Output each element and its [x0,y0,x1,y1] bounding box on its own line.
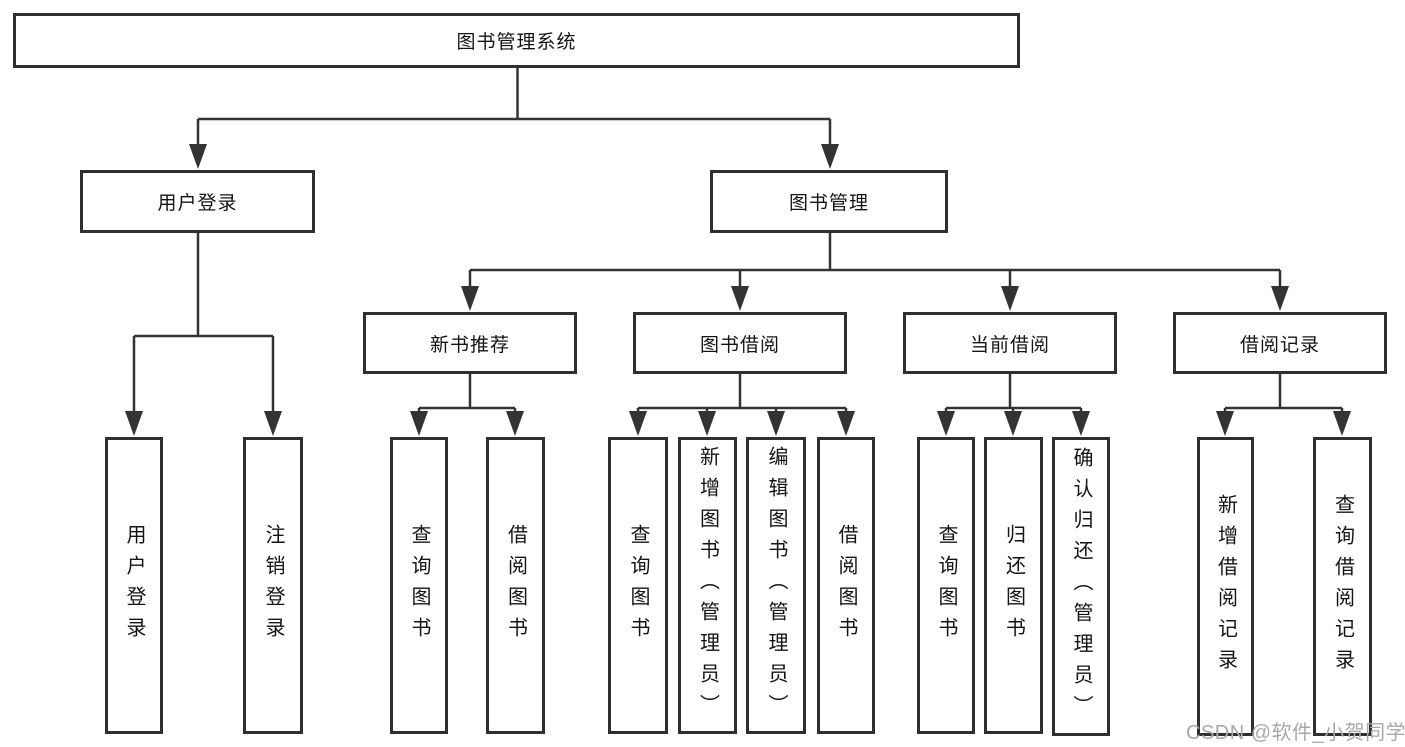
arrow-icon [821,144,839,169]
arrow-icon [1001,286,1019,311]
arrow-icon [1004,411,1022,436]
leaf-logout-label: 注销登录 [262,523,284,648]
leaf-user-login-label: 用户登录 [123,523,145,648]
leaf-logout: 注销登录 [243,437,303,734]
leaf-edit-book-admin-label: 编辑图书（管理员） [765,446,787,725]
node-current-borrow-label: 当前借阅 [969,334,1050,356]
node-root: 图书管理系统 [13,13,1020,68]
leaf-query-books-recommend-label: 查询图书 [408,523,430,648]
leaf-query-books-current-label: 查询图书 [935,523,957,648]
leaf-confirm-return-admin: 确认归还（管理员） [1052,437,1110,736]
arrow-icon [698,411,716,436]
node-current-borrow: 当前借阅 [903,312,1117,374]
connector-currentborrow-to-leaves [944,374,1083,414]
arrow-icon [506,411,524,436]
arrow-icon [1216,411,1234,436]
node-user-login-label: 用户登录 [157,193,238,214]
node-new-book-recommend-label: 新书推荐 [429,334,510,356]
node-book-management: 图书管理 [710,170,948,233]
leaf-query-books-current: 查询图书 [917,437,975,734]
arrow-icon [629,411,647,436]
arrow-icon [731,286,749,311]
connector-borrowrecords-to-leaves [1223,374,1344,414]
leaf-edit-book-admin: 编辑图书（管理员） [746,437,806,734]
leaf-add-book-admin: 新增图书（管理员） [678,437,737,734]
arrow-icon [125,411,143,436]
connector-newbook-to-leaves [417,374,517,414]
connector-userlogin-to-leaves [132,233,275,414]
node-book-management-label: 图书管理 [788,193,869,214]
node-user-login: 用户登录 [80,170,315,233]
arrow-icon [767,411,785,436]
arrow-icon [837,411,855,436]
arrow-icon [937,411,955,436]
arrow-icon [410,411,428,436]
leaf-user-login: 用户登录 [105,437,163,734]
leaf-add-borrow-record: 新增借阅记录 [1197,437,1254,736]
leaf-return-books: 归还图书 [984,437,1043,734]
leaf-add-book-admin-label: 新增图书（管理员） [696,446,719,725]
arrow-icon [189,144,207,169]
leaf-borrow-books: 借阅图书 [817,437,875,734]
arrow-icon [1072,411,1090,436]
node-root-label: 图书管理系统 [456,32,577,53]
node-new-book-recommend: 新书推荐 [363,312,577,374]
arrow-icon [461,286,479,311]
arrow-icon [264,411,282,436]
leaf-query-books-borrow: 查询图书 [608,437,668,734]
arrow-icon [1333,411,1351,436]
leaf-query-books-recommend: 查询图书 [390,437,448,734]
connector-bookborrow-to-leaves [636,374,848,414]
leaf-borrow-books-label: 借阅图书 [835,523,857,648]
arrow-icon [1271,286,1289,311]
leaf-return-books-label: 归还图书 [1002,523,1025,648]
leaf-confirm-return-admin-label: 确认归还（管理员） [1070,447,1092,726]
leaf-query-books-borrow-label: 查询图书 [627,523,649,648]
node-borrow-records-label: 借阅记录 [1239,334,1320,356]
node-borrow-records: 借阅记录 [1173,312,1387,374]
leaf-borrow-books-recommend: 借阅图书 [486,437,545,734]
leaf-query-borrow-record: 查询借阅记录 [1313,437,1372,736]
connector-root-to-level2 [196,68,832,147]
leaf-query-borrow-record-label: 查询借阅记录 [1331,493,1354,680]
node-book-borrow: 图书借阅 [633,312,847,374]
node-book-borrow-label: 图书借阅 [699,334,780,356]
watermark: CSDN @软件_小贺同学 [1186,722,1405,744]
connector-bookmgmt-to-level3 [468,233,1282,289]
arrowheads [125,144,1351,436]
leaf-add-borrow-record-label: 新增借阅记录 [1214,493,1237,680]
leaf-borrow-books-recommend-label: 借阅图书 [504,523,527,648]
